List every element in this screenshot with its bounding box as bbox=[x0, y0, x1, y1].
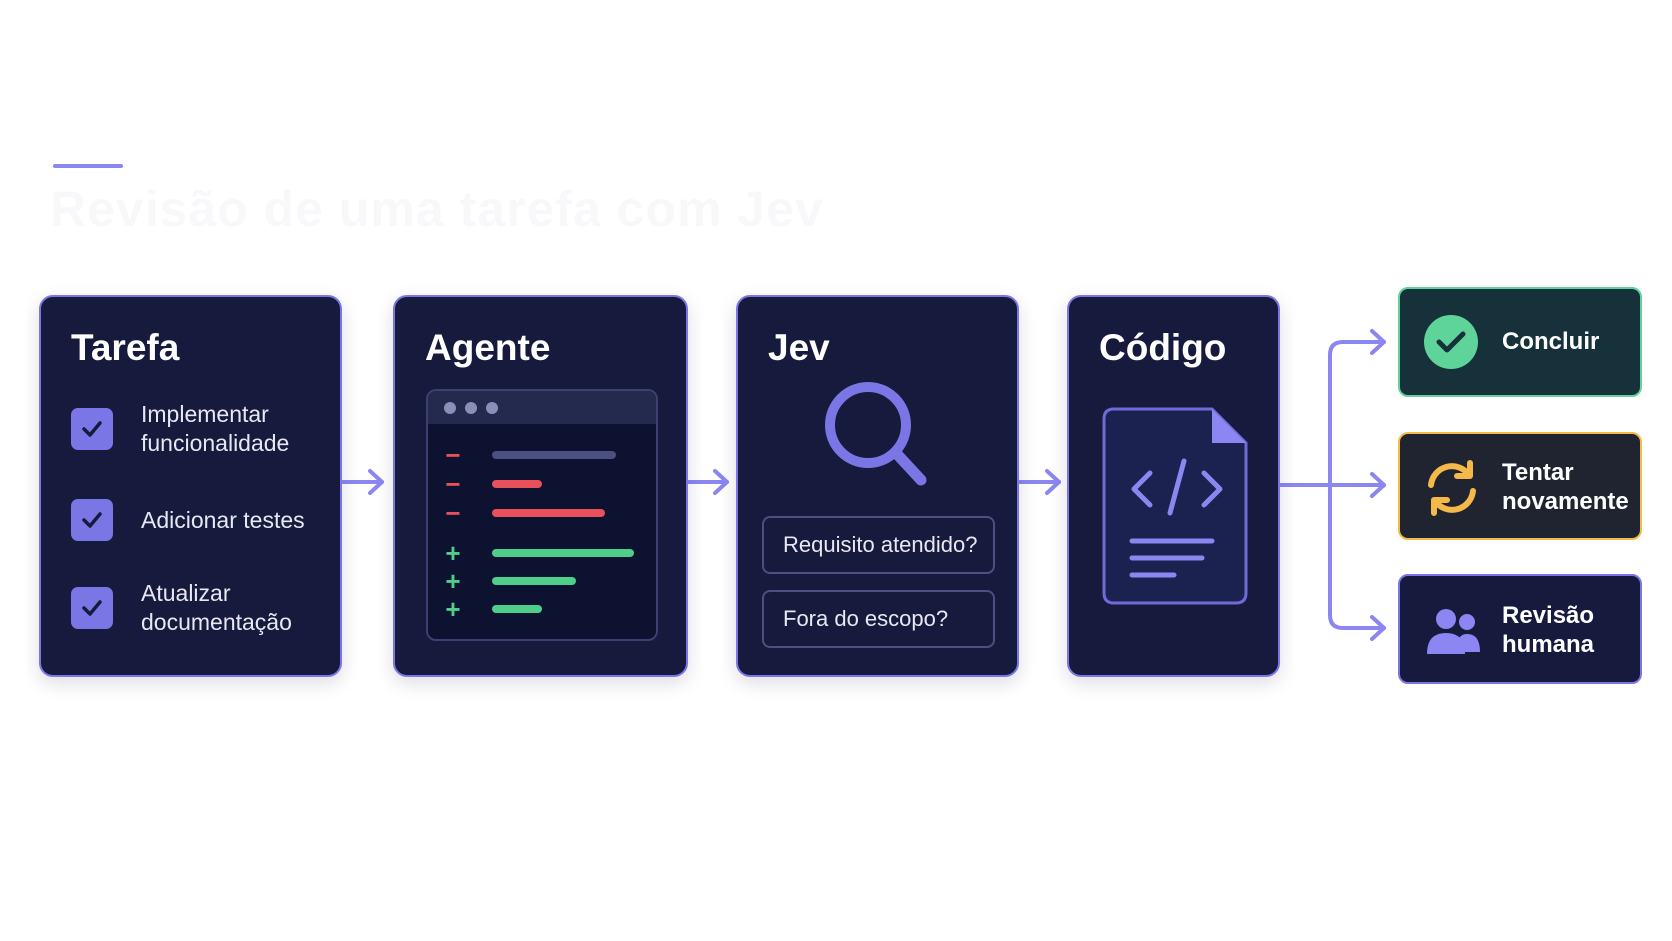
question-requisito: Requisito atendido? bbox=[762, 516, 995, 574]
question-escopo: Fora do escopo? bbox=[762, 590, 995, 648]
jev-card: Jev Requisito atendido? Fora do escopo? bbox=[736, 295, 1019, 677]
tarefa-title: Tarefa bbox=[71, 327, 180, 368]
codigo-title: Código bbox=[1099, 327, 1227, 368]
tarefa-card: Tarefa Implementar funcionalidade Adicio… bbox=[39, 295, 342, 677]
arrow-jev-to-codigo bbox=[1018, 469, 1061, 495]
diff-bar bbox=[492, 605, 542, 613]
agente-card: Agente − − − + + + bbox=[393, 295, 688, 677]
diff-line-removed: − bbox=[428, 498, 605, 528]
page-title: Revisão de uma tarefa com Jev bbox=[50, 181, 824, 237]
outcome-label: Revisão humana bbox=[1502, 602, 1595, 658]
jev-title: Jev bbox=[768, 327, 830, 368]
task-item: Atualizar documentação bbox=[71, 579, 341, 637]
outcome-concluir: Concluir bbox=[1398, 287, 1642, 397]
outcome-label: Tentar novamente bbox=[1502, 459, 1629, 515]
task-item: Adicionar testes bbox=[71, 499, 341, 541]
diff-line-added: + bbox=[428, 594, 542, 624]
diff-line-added: + bbox=[428, 538, 634, 568]
window-dot-icon bbox=[444, 401, 456, 414]
task-item: Implementar funcionalidade bbox=[71, 400, 341, 458]
arrow-tarefa-to-agente bbox=[341, 469, 384, 495]
diff-line-removed: − bbox=[428, 440, 616, 470]
checkbox-checked-icon bbox=[71, 408, 113, 450]
window-titlebar bbox=[428, 391, 656, 424]
outcome-revisao-humana: Revisão humana bbox=[1398, 574, 1642, 684]
magnifier-icon bbox=[825, 382, 927, 486]
code-file-icon bbox=[1102, 407, 1248, 605]
retry-icon bbox=[1428, 460, 1476, 516]
agente-title: Agente bbox=[425, 327, 551, 368]
plus-icon: + bbox=[445, 566, 461, 596]
minus-icon: − bbox=[445, 440, 461, 470]
diff-line-removed: − bbox=[428, 469, 542, 499]
window-dot-icon bbox=[465, 401, 477, 414]
outcome-tentar-novamente: Tentar novamente bbox=[1398, 432, 1642, 540]
checkbox-checked-icon bbox=[71, 587, 113, 629]
arrow-agente-to-jev bbox=[686, 469, 729, 495]
window-dot-icon bbox=[486, 401, 498, 414]
task-label: Implementar funcionalidade bbox=[141, 401, 290, 456]
code-diff-window: − − − + + + bbox=[426, 389, 658, 641]
check-circle-icon bbox=[1424, 315, 1478, 369]
outcome-label: Concluir bbox=[1502, 328, 1600, 355]
codigo-card: Código bbox=[1067, 295, 1280, 677]
task-label: Adicionar testes bbox=[141, 506, 305, 533]
users-icon bbox=[1427, 609, 1480, 654]
diff-bar bbox=[492, 577, 576, 585]
diff-bar bbox=[492, 509, 605, 517]
diff-bar bbox=[492, 549, 634, 557]
plus-icon: + bbox=[445, 594, 461, 624]
minus-icon: − bbox=[445, 498, 461, 528]
diff-bar bbox=[492, 451, 616, 459]
title-accent-line bbox=[53, 164, 123, 168]
minus-icon: − bbox=[445, 469, 461, 499]
diff-bar bbox=[492, 480, 542, 488]
task-label: Atualizar documentação bbox=[141, 580, 292, 635]
checkbox-checked-icon bbox=[71, 499, 113, 541]
plus-icon: + bbox=[445, 538, 461, 568]
diff-line-added: + bbox=[428, 566, 576, 596]
arrow-codigo-branch bbox=[1279, 329, 1386, 641]
